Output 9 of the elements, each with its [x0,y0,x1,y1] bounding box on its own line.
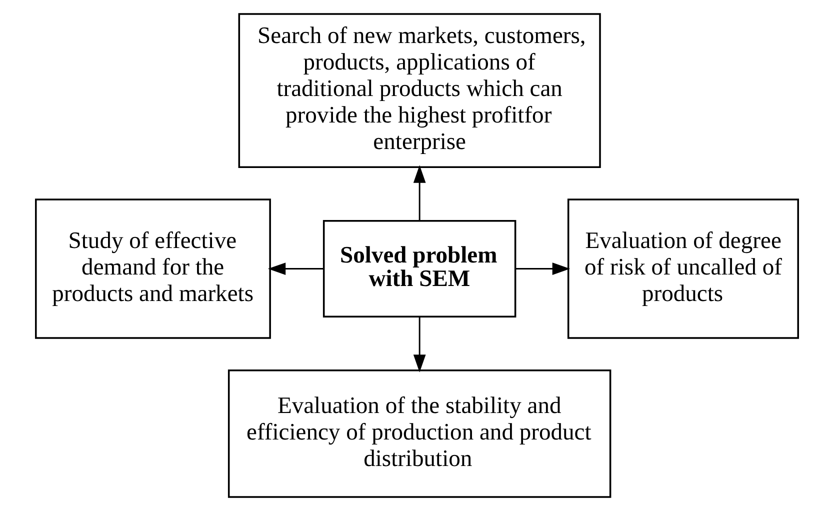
node-box: Search of new markets, customers, products, applications of traditional products which can provide the highest profitfor enterprise [238,13,600,168]
node-box: Evaluation of degree of risk of uncalled of products [566,198,798,339]
node-box: Study of effective demand for the products and markets [34,198,270,339]
arrow [514,262,570,275]
node-box: Solved problem with SEM [322,220,516,318]
arrow [267,262,323,275]
arrow [412,165,426,221]
node-box: Evaluation of the stability and efficiency of production and product distribution [227,370,611,498]
arrow [412,316,426,372]
